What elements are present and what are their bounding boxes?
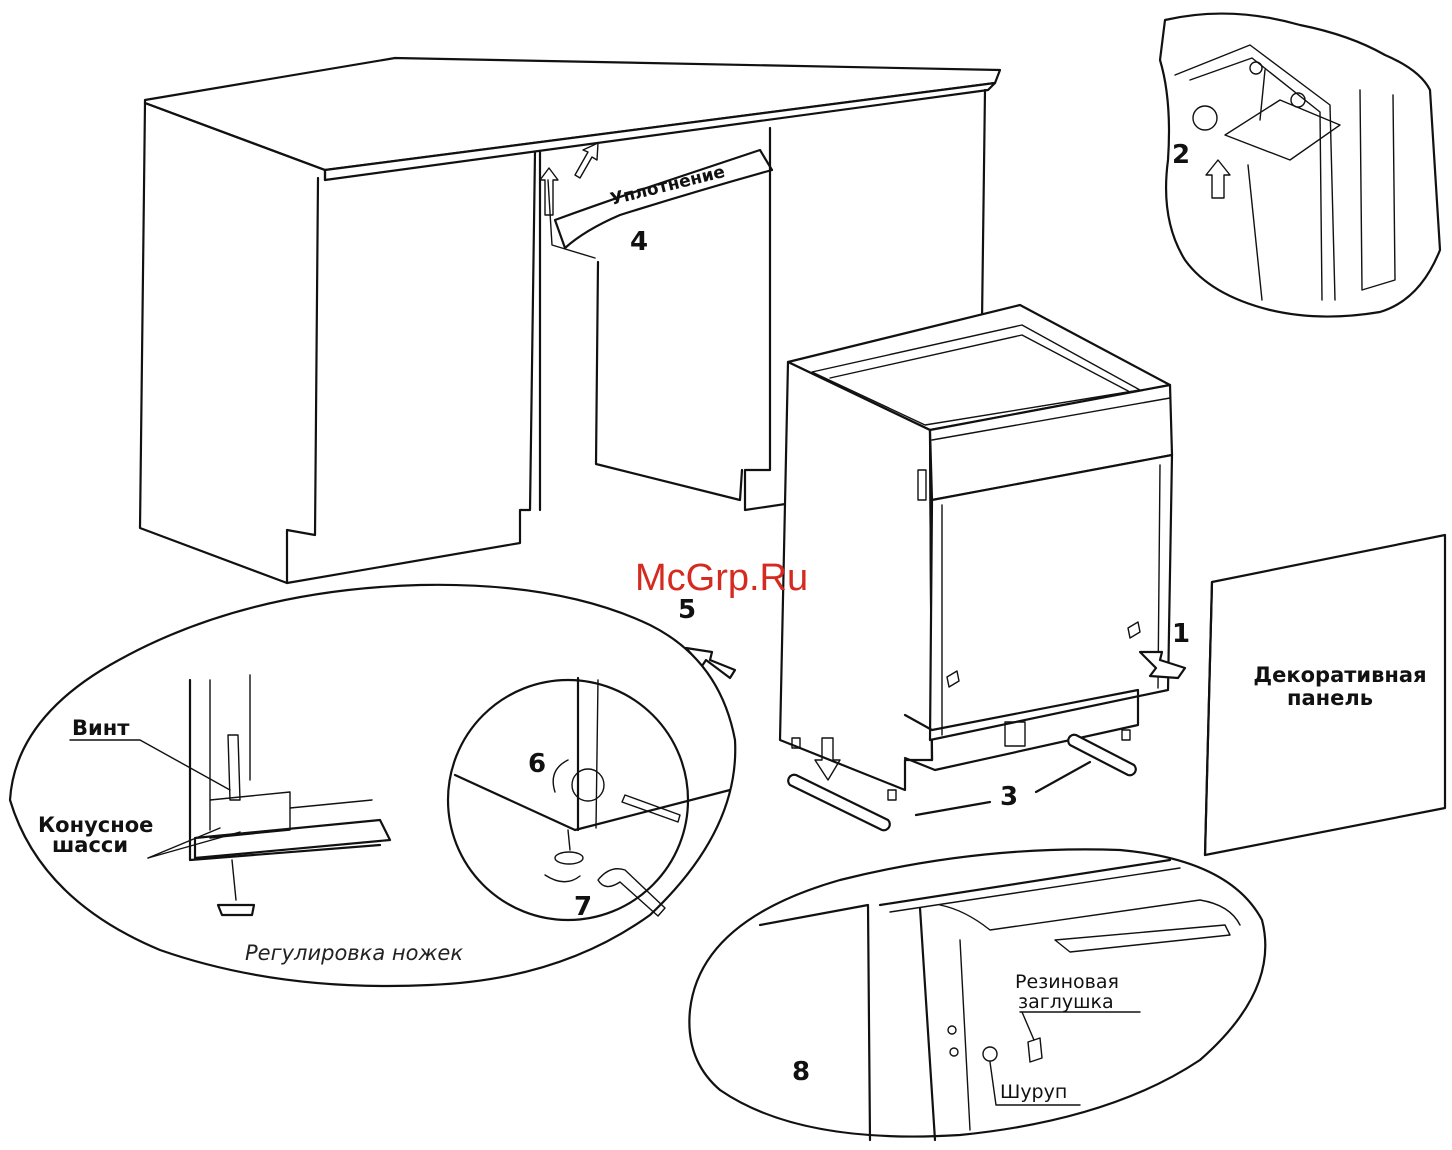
step-2-label: 2 [1172,140,1190,170]
decorative-panel-label-2: панель [1287,686,1373,710]
step-3-label: 3 [1000,782,1018,812]
watermark: McGrp.Ru [635,557,808,599]
rubber-plug-label-1: Резиновая [1015,971,1119,993]
detail-8-outline [689,849,1265,1136]
rubber-plug-label-2: заглушка [1018,991,1114,1013]
foot-front-right-icon [888,790,896,800]
countertop-top [145,58,1000,170]
feet-adjust-caption: Регулировка ножек [245,941,463,965]
step-5-label: 5 [678,595,696,625]
feet-inner-circle [448,680,688,920]
step-4-label: 4 [630,227,648,257]
seal-label: Уплотнение [608,162,727,210]
cone-chassis-label-2: шасси [52,833,128,857]
foot-back-right-icon [1122,730,1130,740]
step-3-leader-left [916,802,990,815]
step-7-label: 7 [574,892,592,922]
seal-arrow-diag-icon [575,143,598,178]
left-cabinet-front [287,152,535,583]
screw-label: Винт [72,716,130,740]
dishwasher-door [930,455,1172,740]
left-cabinet-side [140,103,287,583]
step-6-label: 6 [528,749,546,779]
step-3-leader-right [1036,762,1090,792]
niche-back [596,262,742,500]
wood-screw-label: Шуруп [1000,1081,1067,1103]
detail-8-fixing: Резиновая заглушка Шуруп 8 [689,849,1265,1140]
detail-2-bracket: 2 [1160,14,1440,317]
detail-2-outline [1160,14,1440,317]
decorative-panel: Декоративная панель [1205,535,1445,855]
step-1-label: 1 [1172,619,1190,649]
decorative-panel-label-1: Декоративная [1253,663,1426,687]
step-8-label: 8 [792,1057,810,1087]
plinth-connector-icon [1005,722,1025,746]
rail-left [788,775,890,831]
detail-feet-adjustment: Винт Конусное шасси Регулировка ножек 6 … [10,585,735,986]
